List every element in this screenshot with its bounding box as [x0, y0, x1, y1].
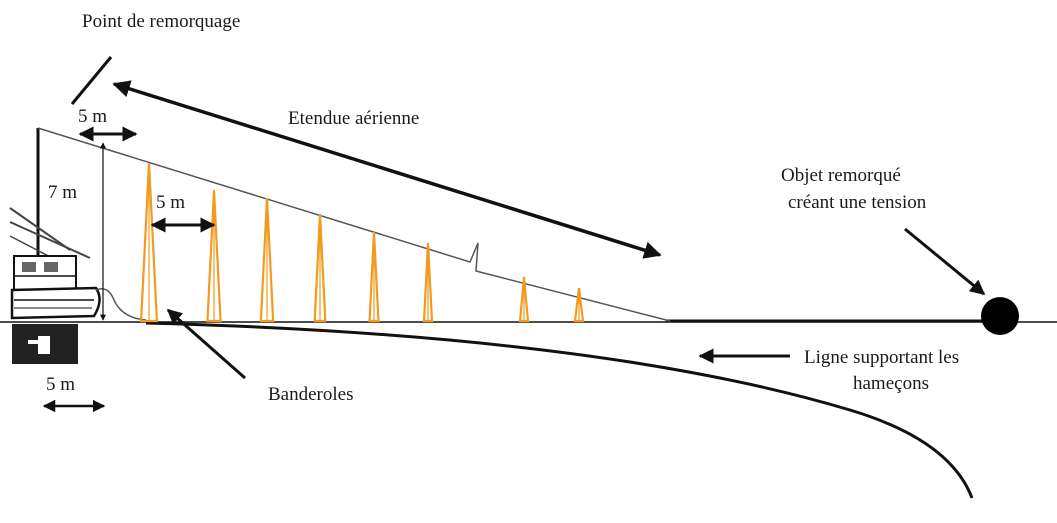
label-hook-line-1: Ligne supportant les: [804, 347, 959, 368]
aerial-extent-line: [37, 127, 671, 322]
boat-illustration: [9, 128, 147, 364]
tow-point-pointer: [70, 56, 113, 105]
label-streamers: Banderoles: [268, 384, 353, 405]
label-tow-point: Point de remorquage: [82, 11, 240, 32]
label-aerial-extent: Etendue aérienne: [288, 108, 419, 129]
label-towed-object-1: Objet remorqué: [781, 165, 901, 186]
label-streamer-spacing: 5 m: [156, 192, 185, 213]
towed-object-pointer: [904, 227, 986, 296]
streamers-group: [139, 162, 585, 323]
streamers-pointer: [166, 308, 246, 380]
label-mast-distance: 5 m: [78, 106, 107, 127]
aerial-extent-arrow: [112, 80, 662, 259]
label-hook-line-2: hameçons: [853, 373, 929, 394]
towed-object: [981, 297, 1019, 335]
label-height: 7 m: [48, 182, 77, 203]
hook-supporting-line: [145, 321, 974, 499]
label-bottom-distance: 5 m: [46, 374, 75, 395]
label-towed-object-2: créant une tension: [788, 192, 927, 213]
